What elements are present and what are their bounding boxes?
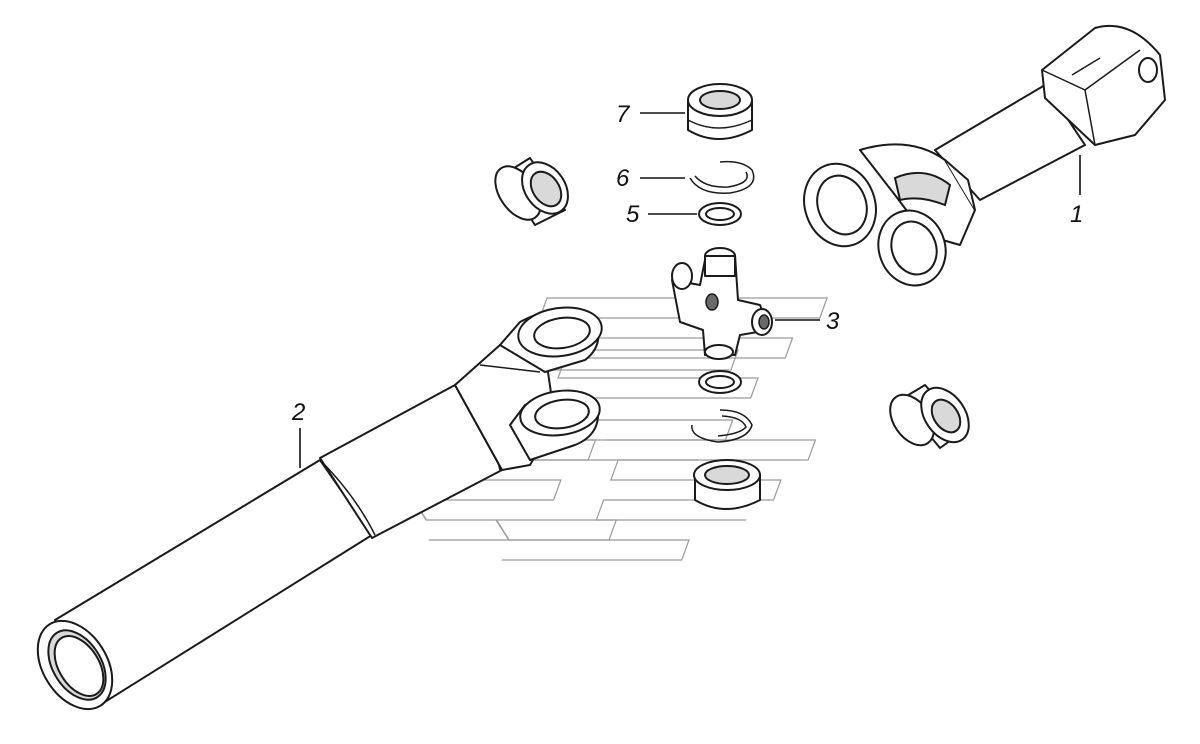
- callout-7: 7: [616, 101, 631, 128]
- bearing-cap-lower-right: [889, 384, 970, 449]
- part-2-tube-yoke: [36, 306, 603, 711]
- callout-1: 1: [1070, 201, 1083, 228]
- callout-5: 6: [616, 165, 630, 192]
- callout-labels: 7 6 5 3 1 2: [291, 101, 1083, 426]
- callout-6: 5: [626, 201, 640, 228]
- retaining-ring-lower: [691, 409, 753, 443]
- callout-2: 2: [291, 399, 305, 426]
- leader-lines: [299, 112, 1081, 468]
- washer-lower: [698, 370, 742, 394]
- part-1-shaft-yoke: [803, 24, 1166, 287]
- needle-bearing-upper: [494, 157, 569, 226]
- part-3-cross-spider: [671, 247, 773, 360]
- part-5-retaining-ring: [689, 160, 755, 194]
- part-7-bearing-cap: [687, 83, 753, 140]
- part-6-washer: [698, 202, 742, 226]
- needle-bearing-lower: [693, 459, 761, 510]
- watermark-logo: [382, 297, 828, 561]
- callout-3: 3: [826, 308, 840, 335]
